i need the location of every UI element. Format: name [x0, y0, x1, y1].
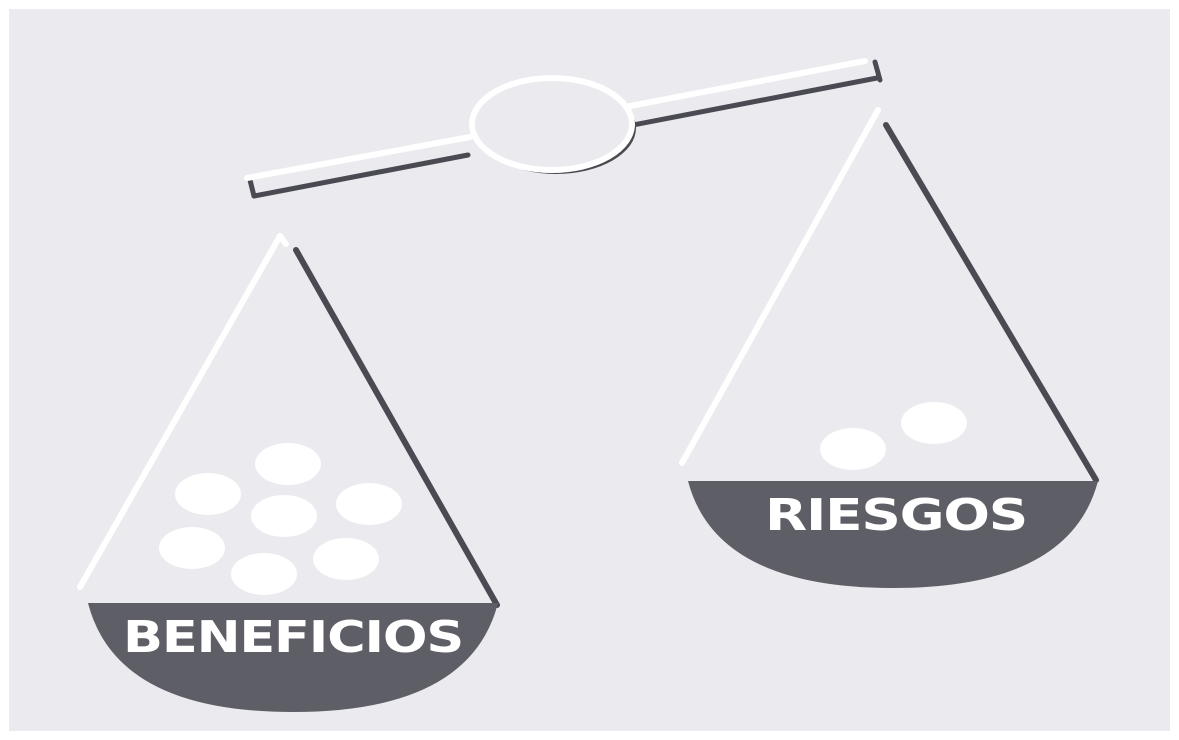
beam [244, 58, 868, 181]
pan-label-riesgos: RIESGOS [765, 490, 1027, 541]
left-balls [159, 443, 402, 595]
ball [820, 428, 886, 470]
pivot-hub [469, 75, 635, 173]
ball [251, 495, 317, 537]
ball [313, 538, 379, 580]
ball [175, 473, 241, 515]
ball [159, 527, 225, 569]
ball [231, 553, 297, 595]
pan-label-beneficios: BENEFICIOS [123, 612, 463, 663]
beam-shadow [247, 59, 883, 199]
right-balls [820, 402, 967, 470]
left-pan [88, 603, 498, 712]
right-strings-shadow [883, 122, 1099, 483]
ball [336, 483, 402, 525]
ball [255, 443, 321, 485]
right-pan [688, 481, 1098, 588]
right-strings [679, 107, 881, 466]
left-strings [77, 233, 289, 590]
ball [901, 402, 967, 444]
left-strings-shadow [293, 247, 500, 608]
